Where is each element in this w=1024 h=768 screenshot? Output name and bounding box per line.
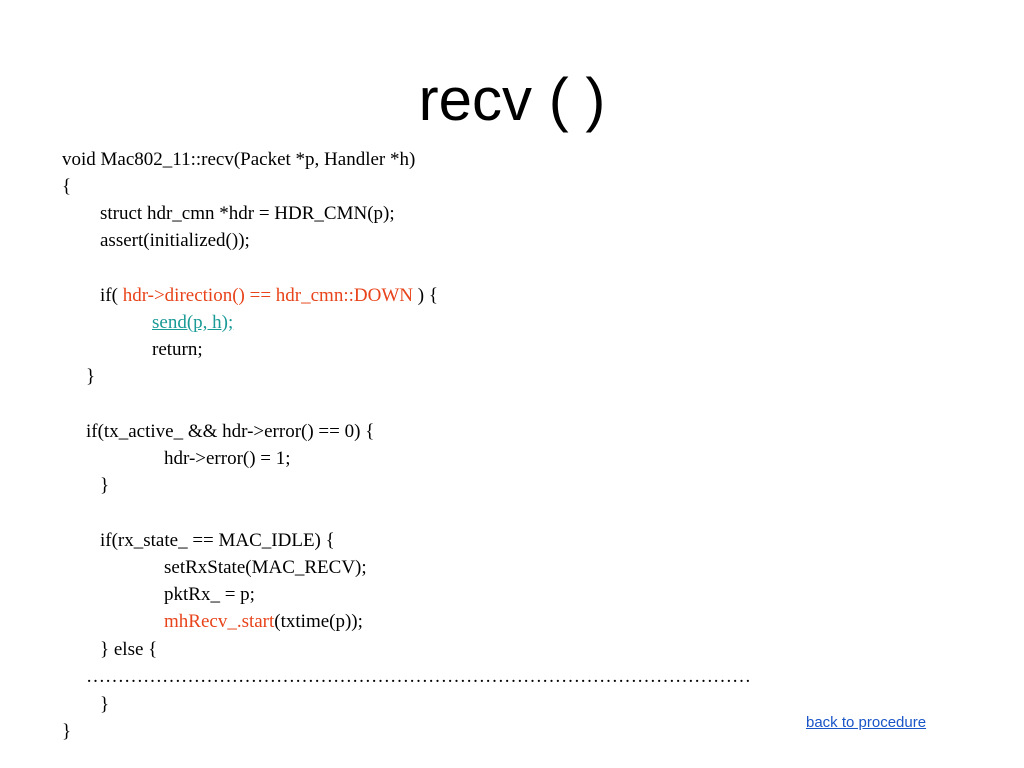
highlighted-call: mhRecv_.start [164,611,275,632]
code-line-send: send(p, h); [152,310,233,336]
code-line-open-brace: { [62,176,72,197]
code-line-pktrx: pktRx_ = p; [164,584,255,605]
code-line-if-direction: if( hdr->direction() == hdr_cmn::DOWN ) … [100,283,438,309]
code-line-close-brace: } [100,475,110,496]
code-text: ) { [413,285,438,306]
back-to-procedure-link[interactable]: back to procedure [806,714,927,731]
code-line-close-brace: } [86,366,96,387]
code-line-set-error: hdr->error() = 1; [164,448,291,469]
code-line-if-tx-active: if(tx_active_ && hdr->error() == 0) { [86,421,375,442]
slide-title: recv ( ) [418,66,606,133]
code-line-close-function: } [62,721,72,742]
code-line-set-rx-state: setRxState(MAC_RECV); [164,557,367,578]
code-line-close-brace: } [100,694,110,715]
code-line-mhrecv-start: mhRecv_.start(txtime(p)); [164,609,363,635]
code-line-hdr-decl: struct hdr_cmn *hdr = HDR_CMN(p); [100,203,395,224]
code-line-if-rx-state: if(rx_state_ == MAC_IDLE) { [100,530,335,551]
code-line-return: return; [152,339,203,360]
code-line-else: } else { [100,639,158,660]
code-line-assert: assert(initialized()); [100,230,250,251]
code-line-function-signature: void Mac802_11::recv(Packet *p, Handler … [62,149,416,170]
code-text: if( [100,285,123,306]
send-link[interactable]: send(p, h); [152,312,234,333]
highlighted-condition: hdr->direction() == hdr_cmn::DOWN [122,285,413,306]
code-line-ellipsis: …………………………………………………………………………………………… [86,666,751,687]
code-text: (txtime(p)); [274,611,363,632]
